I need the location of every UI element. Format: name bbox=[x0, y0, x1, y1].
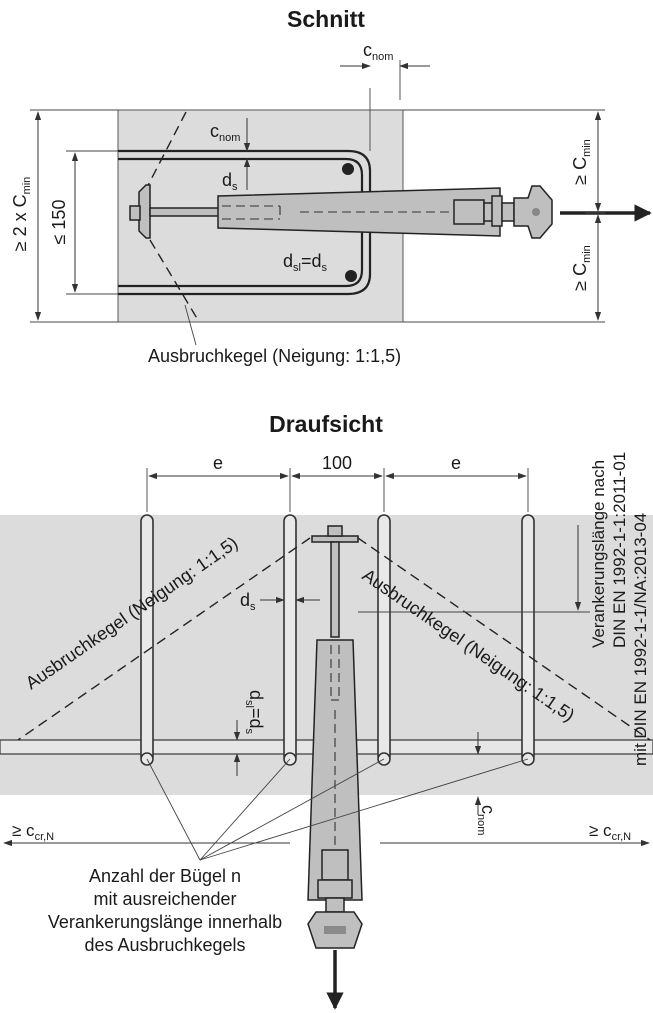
svg-text:Verankerungslänge nach: Verankerungslänge nach bbox=[589, 460, 608, 648]
section-height-label: ≥ 2 x Cmin bbox=[10, 177, 33, 252]
section-title: Schnitt bbox=[287, 6, 365, 32]
plan-dim-100: 100 bbox=[322, 453, 352, 473]
plan-stirrup-note: Anzahl der Bügel n mit ausreichender Ver… bbox=[48, 866, 282, 955]
plan-cone-line-right bbox=[357, 537, 651, 741]
section-anchor-nut bbox=[129, 205, 141, 221]
section-dsl-label: dsl=ds bbox=[283, 251, 328, 274]
svg-text:DIN EN 1992-1-1:2011-01: DIN EN 1992-1-1:2011-01 bbox=[610, 452, 629, 648]
plan-stirrup bbox=[377, 514, 391, 763]
section-longitudinal-bar-bottom bbox=[345, 270, 357, 282]
section-longitudinal-bar-top bbox=[342, 163, 354, 175]
section-anchor-plate bbox=[138, 184, 151, 239]
section-cone-label: Ausbruchkegel (Neigung: 1:1,5) bbox=[148, 346, 401, 366]
plan-anchor-rod bbox=[330, 541, 340, 638]
plan-cone-line-left bbox=[17, 537, 311, 741]
svg-text:mit ausreichender: mit ausreichender bbox=[93, 889, 236, 909]
plan-anchorage-note: Verankerungslänge nach DIN EN 1992-1-1:2… bbox=[589, 452, 650, 766]
section-cnom-top-label: cnom bbox=[363, 40, 393, 63]
plan-ds-label: ds bbox=[240, 590, 256, 613]
plan-dim-e-right: e bbox=[451, 453, 461, 473]
svg-text:mit DIN EN 1992-1-1/NA:2013-04: mit DIN EN 1992-1-1/NA:2013-04 bbox=[631, 513, 650, 766]
section-cmin-lower-label: ≥ Cmin bbox=[570, 245, 593, 291]
plan-title: Draufsicht bbox=[269, 411, 383, 437]
plan-dim-e-left: e bbox=[213, 453, 223, 473]
plan-dsl-label: dsl=ds bbox=[243, 690, 266, 735]
svg-text:Verankerungslänge innerhalb: Verankerungslänge innerhalb bbox=[48, 912, 282, 932]
plan-anchor-head-plate bbox=[311, 535, 359, 543]
plan-ccrn-right-label: ≥ ccr,N bbox=[589, 821, 631, 843]
plan-stirrup bbox=[140, 514, 154, 763]
section-anchor-rod bbox=[149, 207, 223, 217]
section-view: Schnitt cnom bbox=[10, 6, 652, 366]
section-anchor-coupler bbox=[501, 202, 515, 222]
section-spacing-label: ≤ 150 bbox=[49, 200, 69, 245]
section-cnom-side-label: cnom bbox=[210, 121, 240, 144]
plan-anchor-nut bbox=[327, 525, 343, 537]
svg-text:des Ausbruchkegels: des Ausbruchkegels bbox=[84, 935, 245, 955]
section-cmin-upper-label: ≥ Cmin bbox=[570, 139, 593, 185]
plan-ccrn-left-label: ≥ ccr,N bbox=[12, 821, 54, 843]
svg-text:Anzahl der Bügel n: Anzahl der Bügel n bbox=[89, 866, 241, 886]
plan-view: Draufsicht bbox=[0, 411, 653, 1010]
plan-cnom-label: cnom bbox=[475, 805, 498, 835]
plan-stirrup bbox=[521, 514, 535, 763]
section-ds-label: ds bbox=[222, 170, 238, 193]
